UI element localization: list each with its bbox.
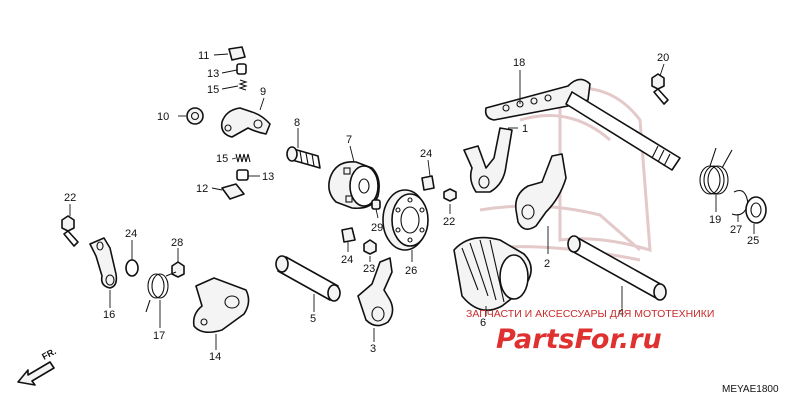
label-14: 14: [209, 351, 221, 363]
part-1-shift-fork: [463, 127, 513, 193]
direction-label: FR.: [40, 346, 57, 362]
label-3: 3: [370, 343, 376, 355]
front-direction-arrow: FR.: [17, 346, 58, 386]
part-24-lower-clip: [341, 227, 356, 243]
label-24-lower: 24: [341, 254, 353, 266]
watermark-shop-text: ЗАПЧАСТИ И АКСЕССУАРЫ ДЛЯ МОТОТЕХНИКИ: [466, 308, 714, 320]
label-16: 16: [103, 309, 115, 321]
label-24-upper: 24: [420, 148, 432, 160]
label-27: 28: [171, 237, 183, 249]
watermark: ЗАПЧАСТИ И АКСЕССУАРЫ ДЛЯ МОТОТЕХНИКИ Pa…: [466, 308, 714, 355]
part-10-collar: [186, 107, 204, 125]
part-3-shift-fork: [357, 257, 394, 327]
label-11: 11: [198, 50, 209, 62]
part-26-bearing: [382, 189, 429, 251]
part-9-stopper-arm: [220, 107, 271, 138]
part-11-cap: [228, 46, 246, 61]
part-19-return-spring: [699, 147, 733, 195]
label-6: 6: [480, 317, 486, 329]
label-18: 18: [513, 57, 525, 69]
part-22-upper-bolt: [443, 188, 457, 202]
part-8-pin: [286, 146, 321, 169]
part-15-lower-spring: [235, 153, 251, 163]
label-9: 9: [260, 86, 266, 98]
part-22-lower-bolt: [363, 239, 377, 255]
watermark-brand-text: PartsFor.ru: [496, 324, 662, 355]
label-10: 10: [157, 111, 169, 123]
part-12-plate: [221, 183, 245, 200]
part-13-top-cap: [236, 63, 247, 75]
label-26: 26: [405, 265, 417, 277]
label-13-top: 13: [207, 68, 219, 80]
part-2-shift-fork: [514, 153, 567, 230]
part-27-bolt: [171, 261, 185, 278]
label-23: 24: [125, 228, 137, 240]
label-29: 29: [371, 222, 383, 234]
label-8: 8: [294, 117, 300, 129]
label-25: 25: [747, 235, 759, 247]
label-22-lower: 23: [363, 263, 375, 275]
label-7: 7: [346, 134, 352, 146]
part-23-washer: [125, 259, 139, 277]
label-22-upper: 22: [443, 216, 455, 228]
diagram-code: MEYAE1800: [722, 384, 779, 395]
label-5: 5: [310, 313, 316, 325]
part-6-rubber-boot: [453, 236, 532, 312]
label-20: 20: [657, 52, 669, 64]
part-4-fork-shaft: [567, 235, 667, 301]
label-28: 27: [730, 224, 742, 236]
part-17-spring: [145, 271, 177, 313]
label-17: 17: [153, 330, 165, 342]
label-15-lower: 15: [216, 153, 228, 165]
label-12: 12: [196, 183, 208, 195]
part-29-pin: [371, 199, 381, 210]
label-2: 2: [544, 258, 550, 270]
part-7-drum-center: [328, 161, 380, 210]
part-20-bolt: [651, 73, 669, 105]
part-14-stopper-plate: [192, 277, 250, 334]
part-24-upper-clip: [421, 175, 435, 191]
label-1: 1: [522, 123, 528, 135]
part-16-arm: [89, 237, 118, 289]
label-21: 22: [64, 192, 76, 204]
part-21-bolt: [61, 215, 79, 247]
part-18-gearshift-spindle: [484, 78, 681, 171]
leader-lines: [69, 53, 755, 350]
label-19: 19: [709, 214, 721, 226]
label-13-lower: 13: [262, 171, 274, 183]
part-25-washer: [745, 196, 767, 224]
part-15-top-spring: [238, 79, 248, 91]
part-5-fork-shaft: [275, 255, 341, 302]
part-13-lower-cap: [236, 169, 249, 181]
label-15-top: 15: [207, 84, 219, 96]
label-4: 4: [618, 307, 624, 319]
part-numbers: 11 13 15 9 10 8 7 15 13 12 18 20 1 24 22…: [64, 50, 759, 363]
